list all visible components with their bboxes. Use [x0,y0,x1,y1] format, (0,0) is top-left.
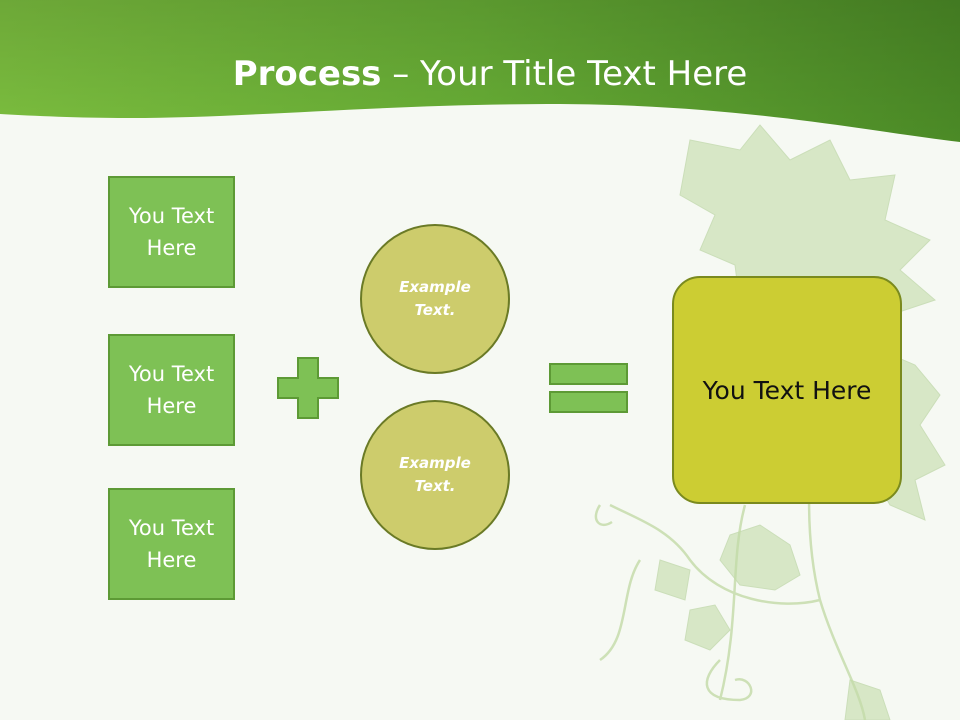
result-box-label: You Text Here [702,375,872,405]
input-box-2: You Text Here [108,334,235,446]
slide-title: Process – Your Title Text Here [0,52,960,96]
example-circle-2-label: Example Text. [399,454,471,495]
input-box-2-label: You Text Here [128,362,215,418]
plus-icon [277,357,339,419]
equals-icon [549,363,628,413]
input-box-3: You Text Here [108,488,235,600]
title-bold-part: Process [232,54,382,94]
example-circle-2: Example Text. [360,400,510,550]
example-circle-1: Example Text. [360,224,510,374]
input-box-3-label: You Text Here [128,516,215,572]
input-box-1-label: You Text Here [128,204,215,260]
result-box: You Text Here [672,276,902,504]
input-box-1: You Text Here [108,176,235,288]
example-circle-1-label: Example Text. [399,278,471,319]
title-rest-part: – Your Title Text Here [381,54,748,94]
